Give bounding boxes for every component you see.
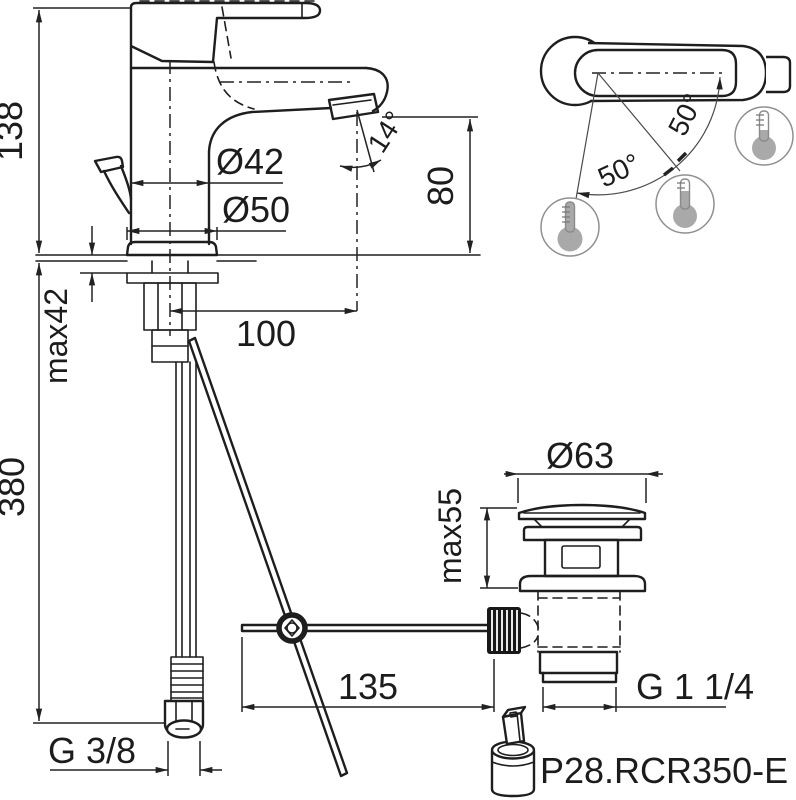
dim-80-label: 80 [420,166,461,206]
rotation-arc-mid-arrows [662,151,688,177]
angle-arc-14 [339,159,382,172]
rotation-arc [576,76,723,199]
dim-d50-label: Ø50 [222,189,290,230]
aerator-detail [332,99,372,106]
cartridge [490,705,536,798]
cartridge-stem-edge [516,712,521,742]
knurled-knob-stripes [491,610,518,651]
spout-hidden-curve [213,61,255,110]
dim-380-label: 380 [0,457,32,517]
top-view: 50° 50° [539,35,794,257]
rod-clamp [276,612,308,644]
popup-rod [187,336,349,778]
drain-basin-flange [518,574,647,593]
drain-lower-body [538,650,619,675]
front-dimensions: 138 max42 380 Ø42 Ø50 100 80 14° [0,7,478,776]
spout-underside [207,106,333,154]
spout-tip [364,66,389,113]
dim-d63-label: Ø63 [546,435,614,476]
dim-d42-label: Ø42 [216,141,284,182]
rod-clamp-screw-slot [284,619,300,637]
dim-135-label: 135 [338,666,398,707]
dim-max42-label: max42 [38,288,74,384]
popup-lever [93,155,125,174]
faucet-head-outline [129,1,322,246]
popup-lever-arm-back [119,164,133,201]
thermometer-cold-icon [734,106,794,166]
thermometer-hot-icon [540,197,600,257]
aerator [327,92,380,121]
cartridge-code-label: P28.RCR350-E [540,750,788,791]
drain-overflow-slot [561,545,601,569]
supply-hose [163,361,205,739]
popup-lever-arm-front [102,169,131,215]
drain-upper-ring [522,525,643,542]
dim-g38-label: G 3/8 [48,730,136,771]
drain-plug-top [517,503,647,521]
cartridge-body [490,751,536,798]
thermometer-warm-icon [655,174,715,234]
dim-100-label: 100 [236,313,296,354]
hose-braid-ticks [170,663,204,699]
mounting-washer [126,272,219,284]
rod-ball-joint-hidden [520,612,540,649]
drain-mid-body [543,538,620,578]
rod-clamp-screw [286,622,298,634]
drain-plug-taper [533,518,631,528]
drain-view: Ø63 max55 135 G 1 1/4 [241,435,788,798]
base-flange [125,240,219,257]
dim-138-label: 138 [0,101,30,161]
cartridge-stem [501,711,526,746]
angle-50-lower-label: 50° [593,147,644,193]
dim-g114-label: G 1 1/4 [636,666,754,707]
handle-hidden-edge [221,6,232,59]
front-view [35,0,491,778]
dim-max55-label: max55 [432,488,468,584]
drain-thread-hidden [537,590,621,653]
cartridge-ring-line [491,761,535,767]
drain-tailpiece [541,671,618,684]
handle-lever-end-cap [766,55,792,94]
cartridge-top-ring [497,743,529,757]
